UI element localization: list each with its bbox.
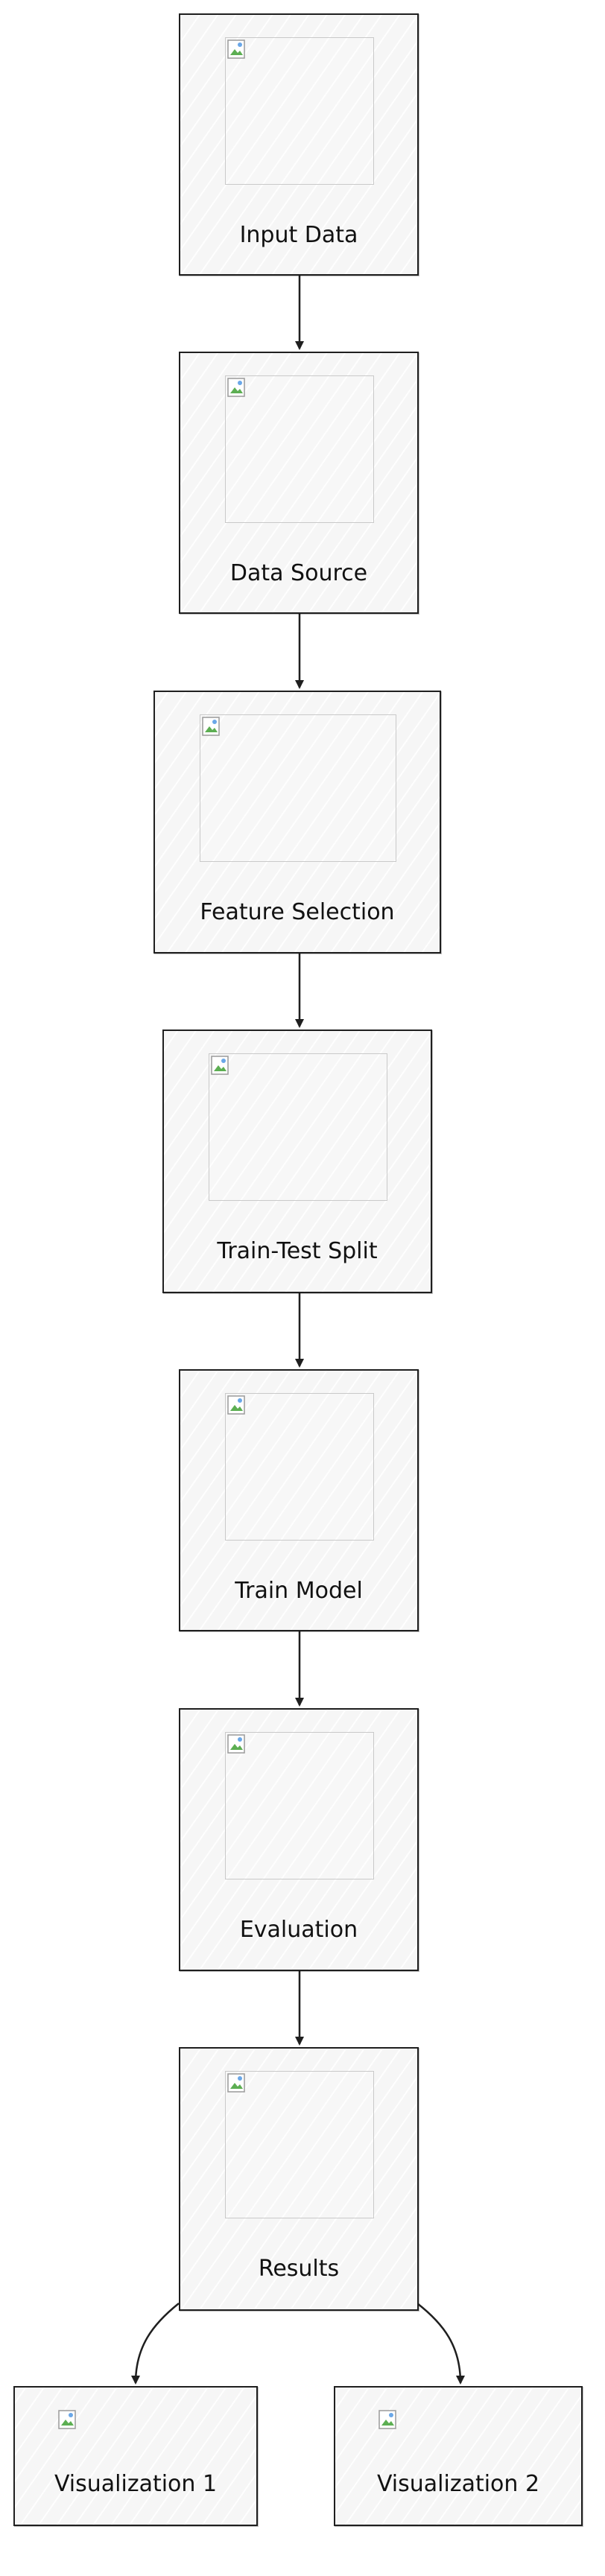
broken-image-icon xyxy=(227,1734,245,1754)
node-label: Data Source xyxy=(229,560,368,586)
node-visualization-2[interactable]: Visualization 2 xyxy=(334,2386,583,2526)
broken-image-icon xyxy=(58,2410,76,2429)
image-placeholder xyxy=(200,714,396,862)
broken-image-icon xyxy=(227,39,245,59)
node-label: Feature Selection xyxy=(200,899,395,925)
node-evaluation[interactable]: Evaluation xyxy=(179,1708,419,1971)
edge-results-to-viz2 xyxy=(416,2303,465,2385)
node-label: Evaluation xyxy=(239,1917,358,1943)
node-label: Train-Test Split xyxy=(217,1238,378,1264)
node-feature-selection[interactable]: Feature Selection xyxy=(153,691,441,954)
node-data-source[interactable]: Data Source xyxy=(179,352,419,614)
image-placeholder xyxy=(225,375,374,523)
image-placeholder xyxy=(225,1393,374,1541)
broken-image-icon xyxy=(378,2410,396,2429)
node-train-test-split[interactable]: Train-Test Split xyxy=(162,1030,432,1293)
broken-image-icon xyxy=(211,1056,229,1075)
image-placeholder xyxy=(225,37,374,185)
node-label: Train Model xyxy=(235,1578,363,1604)
broken-image-icon xyxy=(202,717,220,736)
image-placeholder xyxy=(209,1053,387,1201)
broken-image-icon xyxy=(227,378,245,397)
node-visualization-1[interactable]: Visualization 1 xyxy=(13,2386,258,2526)
broken-image-icon xyxy=(227,1395,245,1415)
node-input-data[interactable]: Input Data xyxy=(179,13,419,276)
node-label: Visualization 2 xyxy=(376,2471,540,2497)
broken-image-icon xyxy=(227,2073,245,2093)
edge-results-to-viz1 xyxy=(131,2303,180,2385)
image-placeholder xyxy=(225,2071,374,2218)
image-placeholder xyxy=(225,1732,374,1879)
node-train-model[interactable]: Train Model xyxy=(179,1369,419,1631)
node-label: Visualization 1 xyxy=(54,2471,218,2497)
node-results[interactable]: Results xyxy=(179,2047,419,2311)
node-label: Results xyxy=(258,2256,340,2282)
node-label: Input Data xyxy=(239,222,358,248)
